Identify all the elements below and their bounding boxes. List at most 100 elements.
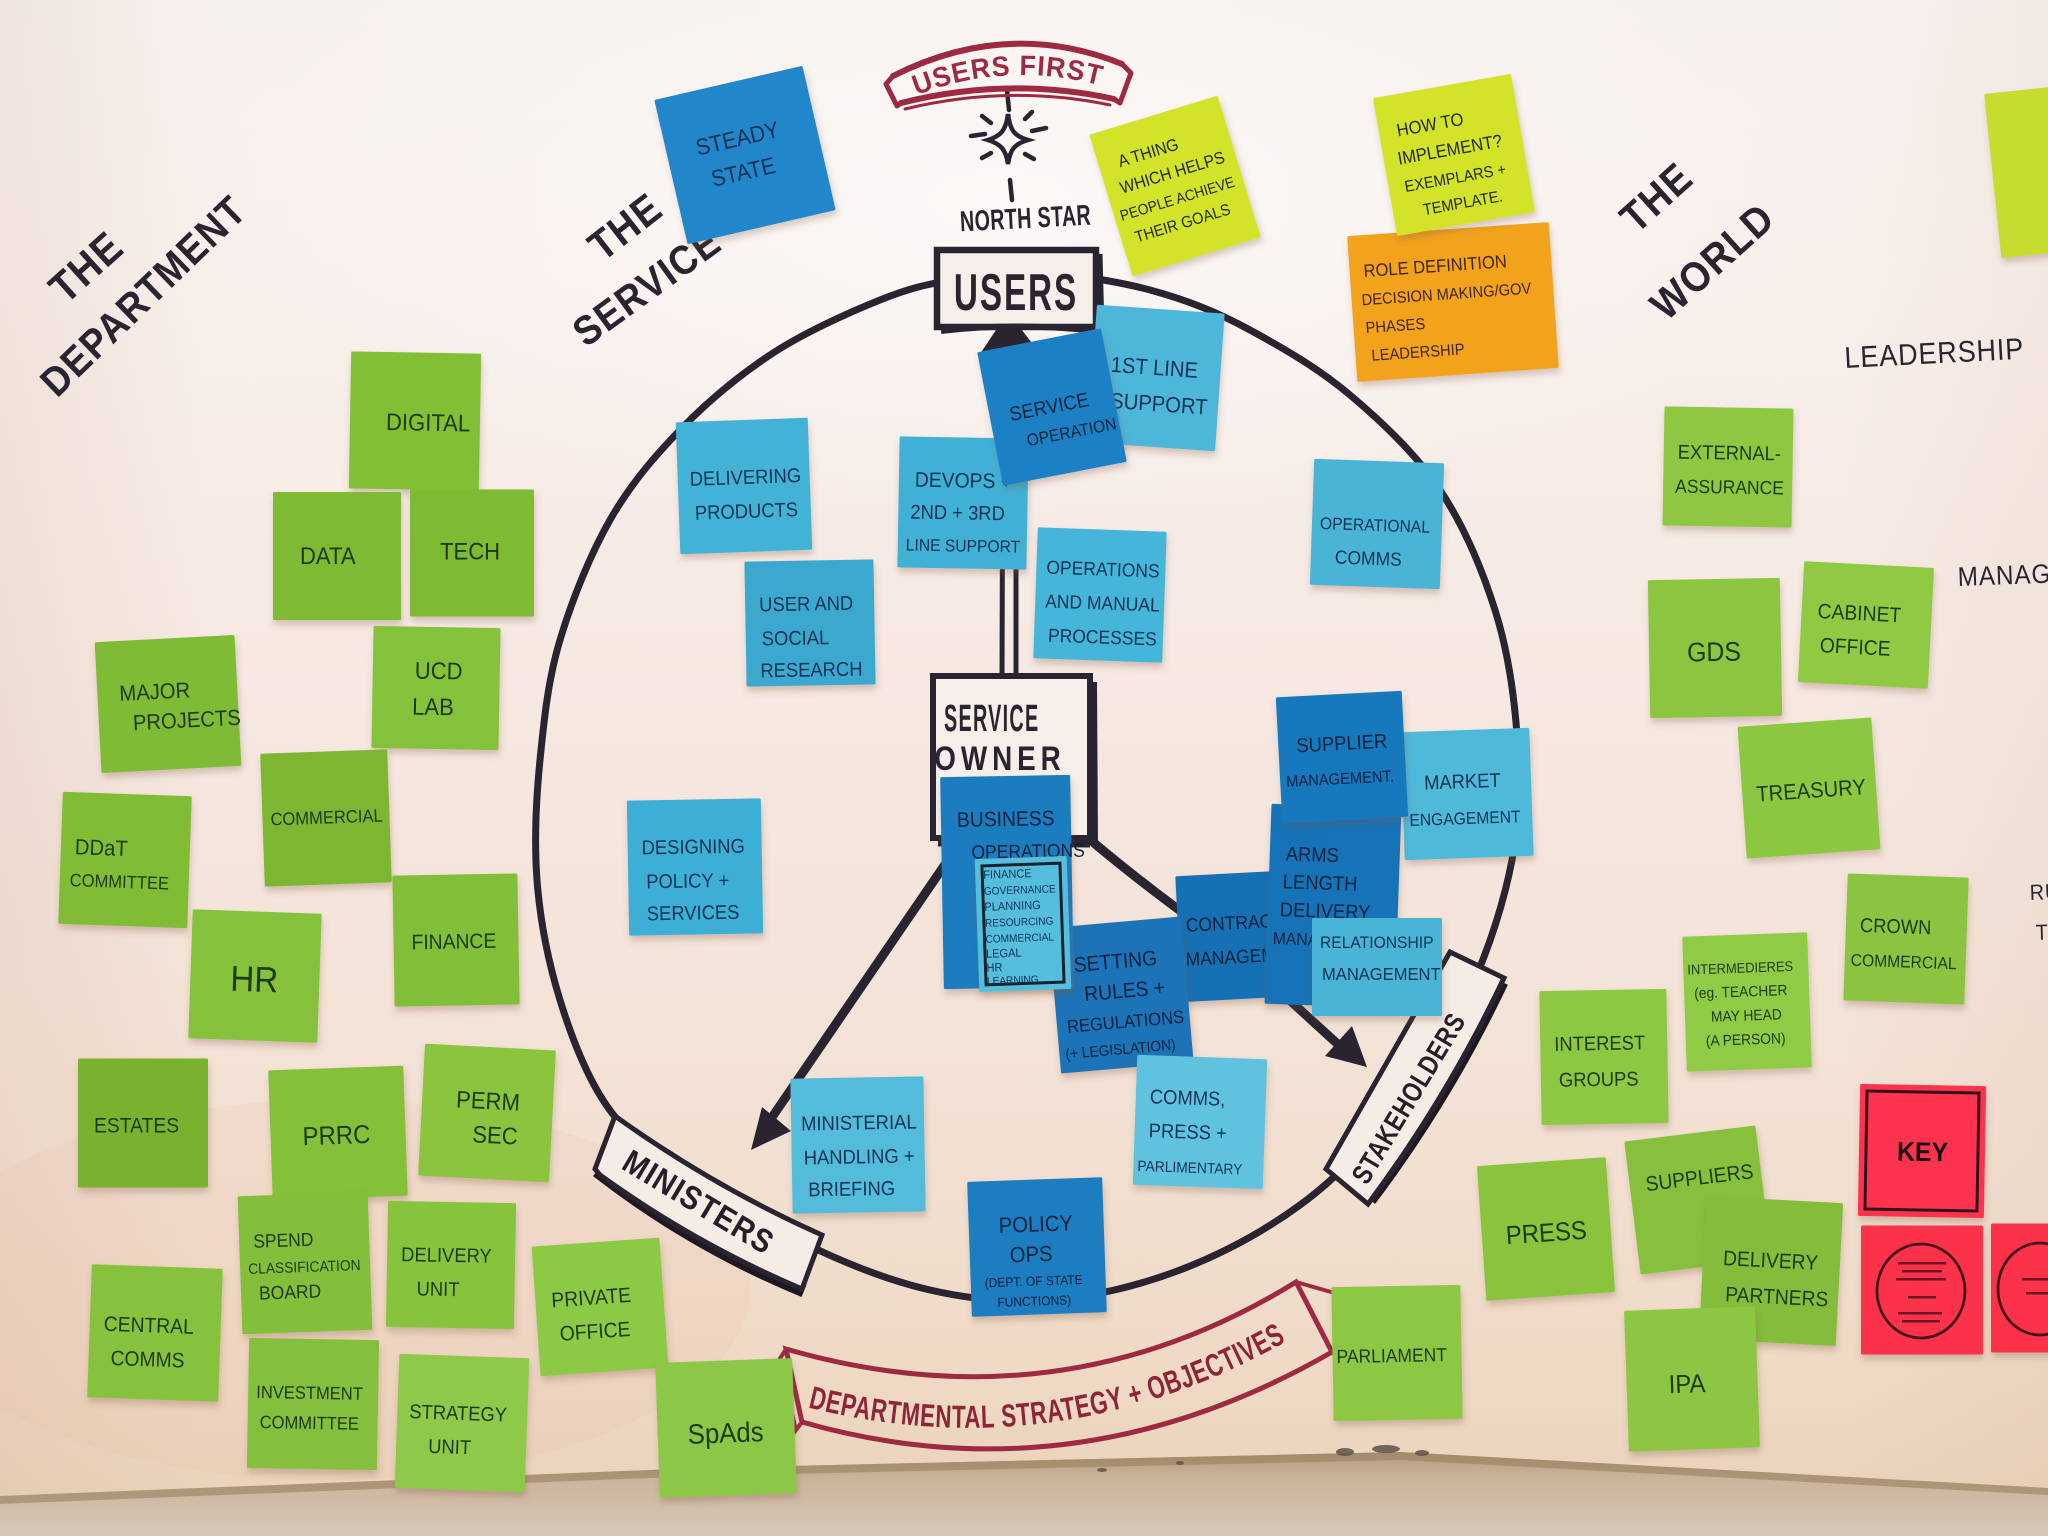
svg-text:ASSURANCE: ASSURANCE xyxy=(1675,475,1784,499)
svg-text:CABINET: CABINET xyxy=(1817,600,1902,627)
svg-text:KEY: KEY xyxy=(1897,1138,1949,1168)
svg-text:EXTERNAL-: EXTERNAL- xyxy=(1678,442,1782,466)
svg-text:TECH: TECH xyxy=(440,538,500,565)
svg-text:MANAGEM: MANAGEM xyxy=(1185,943,1276,970)
svg-text:SERVICE: SERVICE xyxy=(944,698,1039,739)
svg-text:SpAds: SpAds xyxy=(687,1416,764,1450)
svg-text:ESTATES: ESTATES xyxy=(94,1115,179,1138)
svg-text:DATA: DATA xyxy=(300,542,356,569)
svg-text:GDS: GDS xyxy=(1687,638,1741,668)
svg-text:FINANCE: FINANCE xyxy=(411,930,496,954)
svg-text:MANAGEMENT.: MANAGEMENT. xyxy=(1286,768,1395,791)
svg-text:BRIEFING: BRIEFING xyxy=(808,1178,895,1201)
svg-text:COMMERCIAL: COMMERCIAL xyxy=(1850,951,1957,973)
svg-text:CONTRACT: CONTRACT xyxy=(1185,909,1283,936)
svg-text:UCD: UCD xyxy=(415,657,463,685)
svg-text:MAJOR: MAJOR xyxy=(119,679,191,707)
svg-text:SERVICES: SERVICES xyxy=(647,902,740,925)
svg-text:PLANNING: PLANNING xyxy=(984,900,1041,914)
svg-text:POLICY +: POLICY + xyxy=(646,870,729,893)
svg-text:GOVERNANCE: GOVERNANCE xyxy=(984,883,1056,898)
svg-text:OPERATIONS: OPERATIONS xyxy=(1046,556,1160,582)
svg-text:DEVOPS +: DEVOPS + xyxy=(915,469,1012,494)
svg-text:CENTRAL: CENTRAL xyxy=(103,1313,194,1339)
svg-text:PHASES: PHASES xyxy=(1365,315,1426,337)
svg-text:NORTH STAR: NORTH STAR xyxy=(959,200,1092,238)
svg-text:OFFICE: OFFICE xyxy=(1819,634,1891,661)
svg-text:LINE SUPPORT: LINE SUPPORT xyxy=(906,536,1021,557)
svg-text:ARMS: ARMS xyxy=(1285,844,1339,868)
svg-text:SUPPLIER: SUPPLIER xyxy=(1296,731,1388,758)
svg-text:GROUPS: GROUPS xyxy=(1559,1069,1639,1092)
svg-text:COMMERCIAL: COMMERCIAL xyxy=(985,931,1054,946)
svg-text:PRESS +: PRESS + xyxy=(1148,1121,1227,1146)
svg-text:HANDLING +: HANDLING + xyxy=(804,1146,915,1170)
svg-text:CROWN: CROWN xyxy=(1860,915,1932,939)
svg-text:PARLIMENTARY: PARLIMENTARY xyxy=(1137,1158,1243,1178)
svg-text:(DEPT. OF STATE: (DEPT. OF STATE xyxy=(984,1272,1082,1290)
svg-text:DELIVERY: DELIVERY xyxy=(1722,1247,1818,1275)
svg-text:ENGAGEMENT: ENGAGEMENT xyxy=(1409,808,1521,831)
svg-text:LEGAL: LEGAL xyxy=(986,947,1023,961)
svg-text:CLASSIFICATION: CLASSIFICATION xyxy=(248,1258,361,1279)
svg-text:AND MANUAL: AND MANUAL xyxy=(1045,590,1160,616)
svg-text:PRODUCTS: PRODUCTS xyxy=(695,499,799,524)
svg-text:COMMITTEE: COMMITTEE xyxy=(259,1411,359,1434)
svg-text:FUNCTIONS): FUNCTIONS) xyxy=(997,1293,1071,1310)
svg-text:DDaT: DDaT xyxy=(74,836,128,862)
svg-text:PROJECTS: PROJECTS xyxy=(132,706,241,736)
svg-text:USERS: USERS xyxy=(954,264,1078,322)
svg-text:BUSINESS: BUSINESS xyxy=(957,807,1055,832)
svg-text:MARKET: MARKET xyxy=(1424,770,1502,795)
svg-text:PROCESSES: PROCESSES xyxy=(1048,624,1157,650)
svg-text:PRESS: PRESS xyxy=(1505,1216,1588,1251)
svg-text:OPS: OPS xyxy=(1009,1242,1053,1267)
svg-text:MANAGEMENT: MANAGEMENT xyxy=(1957,556,2048,592)
svg-text:MANAGEMENT: MANAGEMENT xyxy=(1322,963,1441,984)
svg-text:OFFICE: OFFICE xyxy=(559,1318,631,1346)
svg-text:PRIVATE: PRIVATE xyxy=(551,1284,632,1312)
svg-text:DIGITAL: DIGITAL xyxy=(386,408,471,437)
svg-text:(A PERSON): (A PERSON) xyxy=(1706,1031,1786,1050)
svg-text:STRATEGY: STRATEGY xyxy=(409,1402,508,1427)
svg-text:RESOURCING: RESOURCING xyxy=(985,915,1054,930)
svg-text:COMMS: COMMS xyxy=(1334,546,1402,570)
svg-text:COMMS: COMMS xyxy=(110,1347,185,1372)
svg-text:DESIGNING: DESIGNING xyxy=(641,836,745,860)
svg-text:LEARNING: LEARNING xyxy=(987,974,1039,988)
svg-text:DELIVERING: DELIVERING xyxy=(689,465,801,491)
svg-text:COMMS,: COMMS, xyxy=(1149,1087,1225,1111)
svg-text:HR: HR xyxy=(230,959,279,1000)
svg-text:USER AND: USER AND xyxy=(759,593,853,616)
svg-text:SPEND: SPEND xyxy=(253,1228,314,1252)
svg-text:UNIT: UNIT xyxy=(416,1279,460,1302)
svg-text:SOCIAL: SOCIAL xyxy=(762,628,830,651)
svg-text:FINANCE: FINANCE xyxy=(983,868,1032,882)
svg-text:T: T xyxy=(2035,921,2048,946)
svg-text:INVESTMENT: INVESTMENT xyxy=(256,1381,363,1404)
svg-text:INTERMEDIERES: INTERMEDIERES xyxy=(1687,958,1793,977)
svg-text:BOARD: BOARD xyxy=(259,1280,322,1304)
svg-text:(eg. TEACHER: (eg. TEACHER xyxy=(1694,983,1788,1003)
svg-text:DELIVERY: DELIVERY xyxy=(401,1244,492,1267)
svg-text:RUL: RUL xyxy=(2029,880,2048,906)
svg-text:RESEARCH: RESEARCH xyxy=(760,659,863,683)
svg-text:MAY HEAD: MAY HEAD xyxy=(1711,1007,1782,1026)
svg-text:LAB: LAB xyxy=(412,693,454,721)
svg-text:COMMITTEE: COMMITTEE xyxy=(69,869,169,893)
svg-text:OWNER: OWNER xyxy=(934,739,1065,777)
svg-text:COMMERCIAL: COMMERCIAL xyxy=(270,805,383,830)
svg-text:INTEREST: INTEREST xyxy=(1554,1033,1646,1056)
svg-text:HR: HR xyxy=(986,962,1002,975)
svg-text:SEC: SEC xyxy=(472,1120,519,1149)
svg-text:2ND + 3RD: 2ND + 3RD xyxy=(910,502,1005,526)
svg-text:PERM: PERM xyxy=(455,1086,520,1116)
svg-text:PRRC: PRRC xyxy=(302,1120,371,1151)
svg-text:OPERATIONAL: OPERATIONAL xyxy=(1320,514,1431,537)
svg-text:UNIT: UNIT xyxy=(428,1436,472,1459)
svg-text:PARLIAMENT: PARLIAMENT xyxy=(1336,1343,1447,1367)
svg-text:LENGTH: LENGTH xyxy=(1282,872,1357,896)
svg-text:POLICY: POLICY xyxy=(998,1212,1073,1239)
svg-text:IPA: IPA xyxy=(1668,1369,1706,1399)
svg-text:MINISTERIAL: MINISTERIAL xyxy=(801,1112,917,1136)
